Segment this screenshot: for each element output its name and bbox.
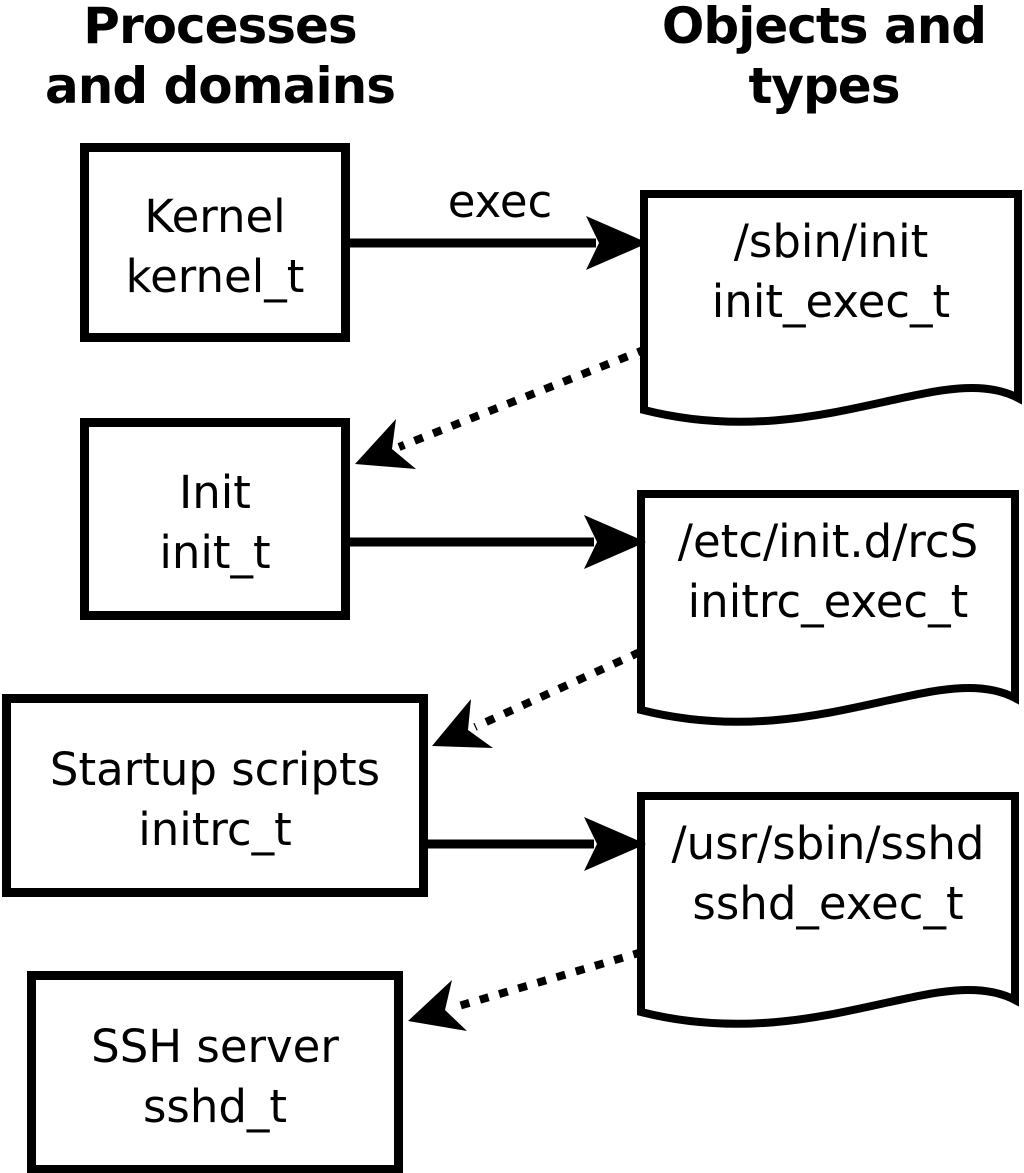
solid-arrow-init-to-rcs (350, 515, 646, 569)
dotted-arrow-sbin-init-to-init (355, 345, 648, 469)
process-domain: init_t (159, 526, 271, 579)
process-domain: initrc_t (138, 802, 292, 856)
object-type: init_exec_t (711, 275, 951, 328)
dotted-arrow-rcs-to-initrc (432, 648, 642, 748)
header-line: and domains (44, 57, 396, 115)
object-path: /sbin/init (733, 215, 929, 268)
object-type: initrc_exec_t (687, 575, 969, 628)
process-domain: kernel_t (125, 249, 305, 303)
document-shape-icon (640, 190, 1022, 426)
process-box-kernel: Kernel kernel_t (80, 143, 350, 342)
process-box-ssh-server: SSH server sshd_t (27, 971, 403, 1173)
process-name: Startup scripts (49, 742, 381, 796)
object-doc-etc-initd-rcs: /etc/init.d/rcS initrc_exec_t (637, 490, 1019, 742)
column-header-objects: Objects and types (632, 0, 1016, 116)
process-box-init: Init init_t (80, 418, 350, 620)
process-domain: sshd_t (142, 1079, 288, 1133)
object-path: /etc/init.d/rcS (677, 515, 979, 568)
object-doc-sbin-init: /sbin/init init_exec_t (640, 190, 1022, 442)
header-line: Processes (83, 0, 357, 55)
document-shape-icon (637, 490, 1019, 726)
dotted-arrow-sshd-exec-to-sshd (408, 948, 644, 1031)
process-name: SSH server (91, 1019, 339, 1073)
object-doc-usr-sbin-sshd: /usr/sbin/sshd sshd_exec_t (637, 792, 1019, 1044)
header-line: Objects and (661, 0, 987, 55)
header-line: types (748, 57, 901, 115)
process-box-startup-scripts: Startup scripts initrc_t (2, 694, 428, 897)
process-name: Init (179, 466, 251, 519)
process-name: Kernel (144, 189, 286, 243)
column-header-processes: Processes and domains (20, 0, 420, 116)
object-path: /usr/sbin/sshd (671, 817, 985, 870)
document-shape-icon (637, 792, 1019, 1028)
object-type: sshd_exec_t (692, 877, 964, 930)
exec-arrow-label: exec (447, 175, 553, 228)
solid-arrow-startup-to-sshd (428, 817, 646, 871)
